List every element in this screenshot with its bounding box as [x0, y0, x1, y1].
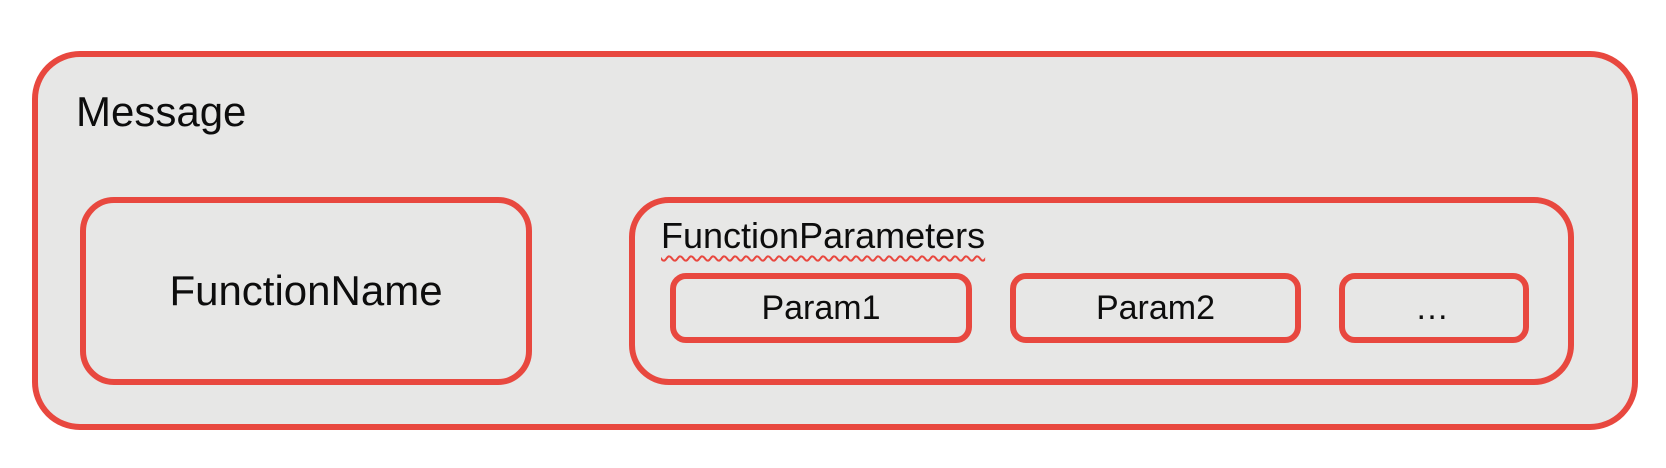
function-parameters-label: FunctionParameters [661, 215, 986, 256]
param-ellipsis-box: … [1339, 273, 1529, 343]
message-container: Message FunctionName FunctionParameters … [32, 51, 1638, 430]
message-label: Message [76, 88, 247, 135]
param2-label: Param2 [1095, 288, 1216, 327]
function-name-label: FunctionName [169, 267, 443, 314]
function-parameters-box: FunctionParameters Param1 Param2 … [629, 197, 1574, 385]
param2-box: Param2 [1010, 273, 1301, 343]
parameters-row: Param1 Param2 … [670, 273, 1529, 343]
param1-box: Param1 [670, 273, 972, 343]
param1-label: Param1 [761, 288, 881, 327]
function-name-box: FunctionName [80, 197, 532, 385]
param-ellipsis-label: … [1415, 288, 1453, 327]
